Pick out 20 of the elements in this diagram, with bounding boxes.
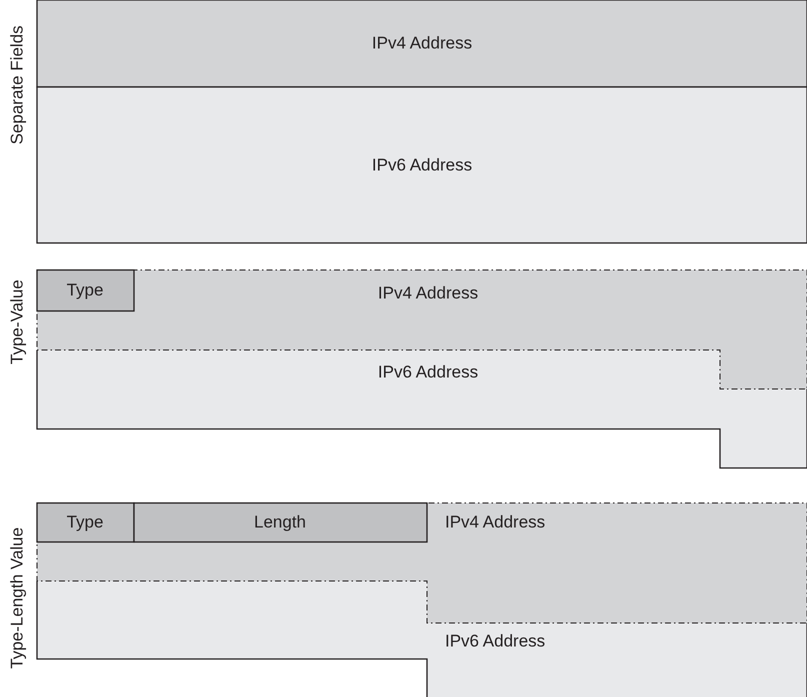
field-label: Type xyxy=(66,514,104,530)
field-region xyxy=(37,270,807,389)
field-label: IPv4 Address xyxy=(445,514,546,530)
field-region xyxy=(37,581,807,697)
field-box xyxy=(37,503,134,542)
field-label: Length xyxy=(254,514,306,530)
field-label: Type xyxy=(66,282,104,298)
row-label: Type-Length Value xyxy=(8,527,26,669)
field-label: IPv6 Address xyxy=(378,364,478,380)
field-box xyxy=(134,503,427,542)
field-label: IPv4 Address xyxy=(372,34,472,52)
field-box xyxy=(37,0,807,87)
field-label: IPv6 Address xyxy=(372,156,472,174)
row-label: Type-Value xyxy=(8,280,26,364)
field-region xyxy=(37,350,807,468)
field-label: IPv6 Address xyxy=(445,632,546,650)
field-box xyxy=(37,87,807,243)
row-label: Separate Fields xyxy=(8,25,26,145)
field-box xyxy=(37,270,134,311)
field-label: IPv4 Address xyxy=(378,284,478,302)
